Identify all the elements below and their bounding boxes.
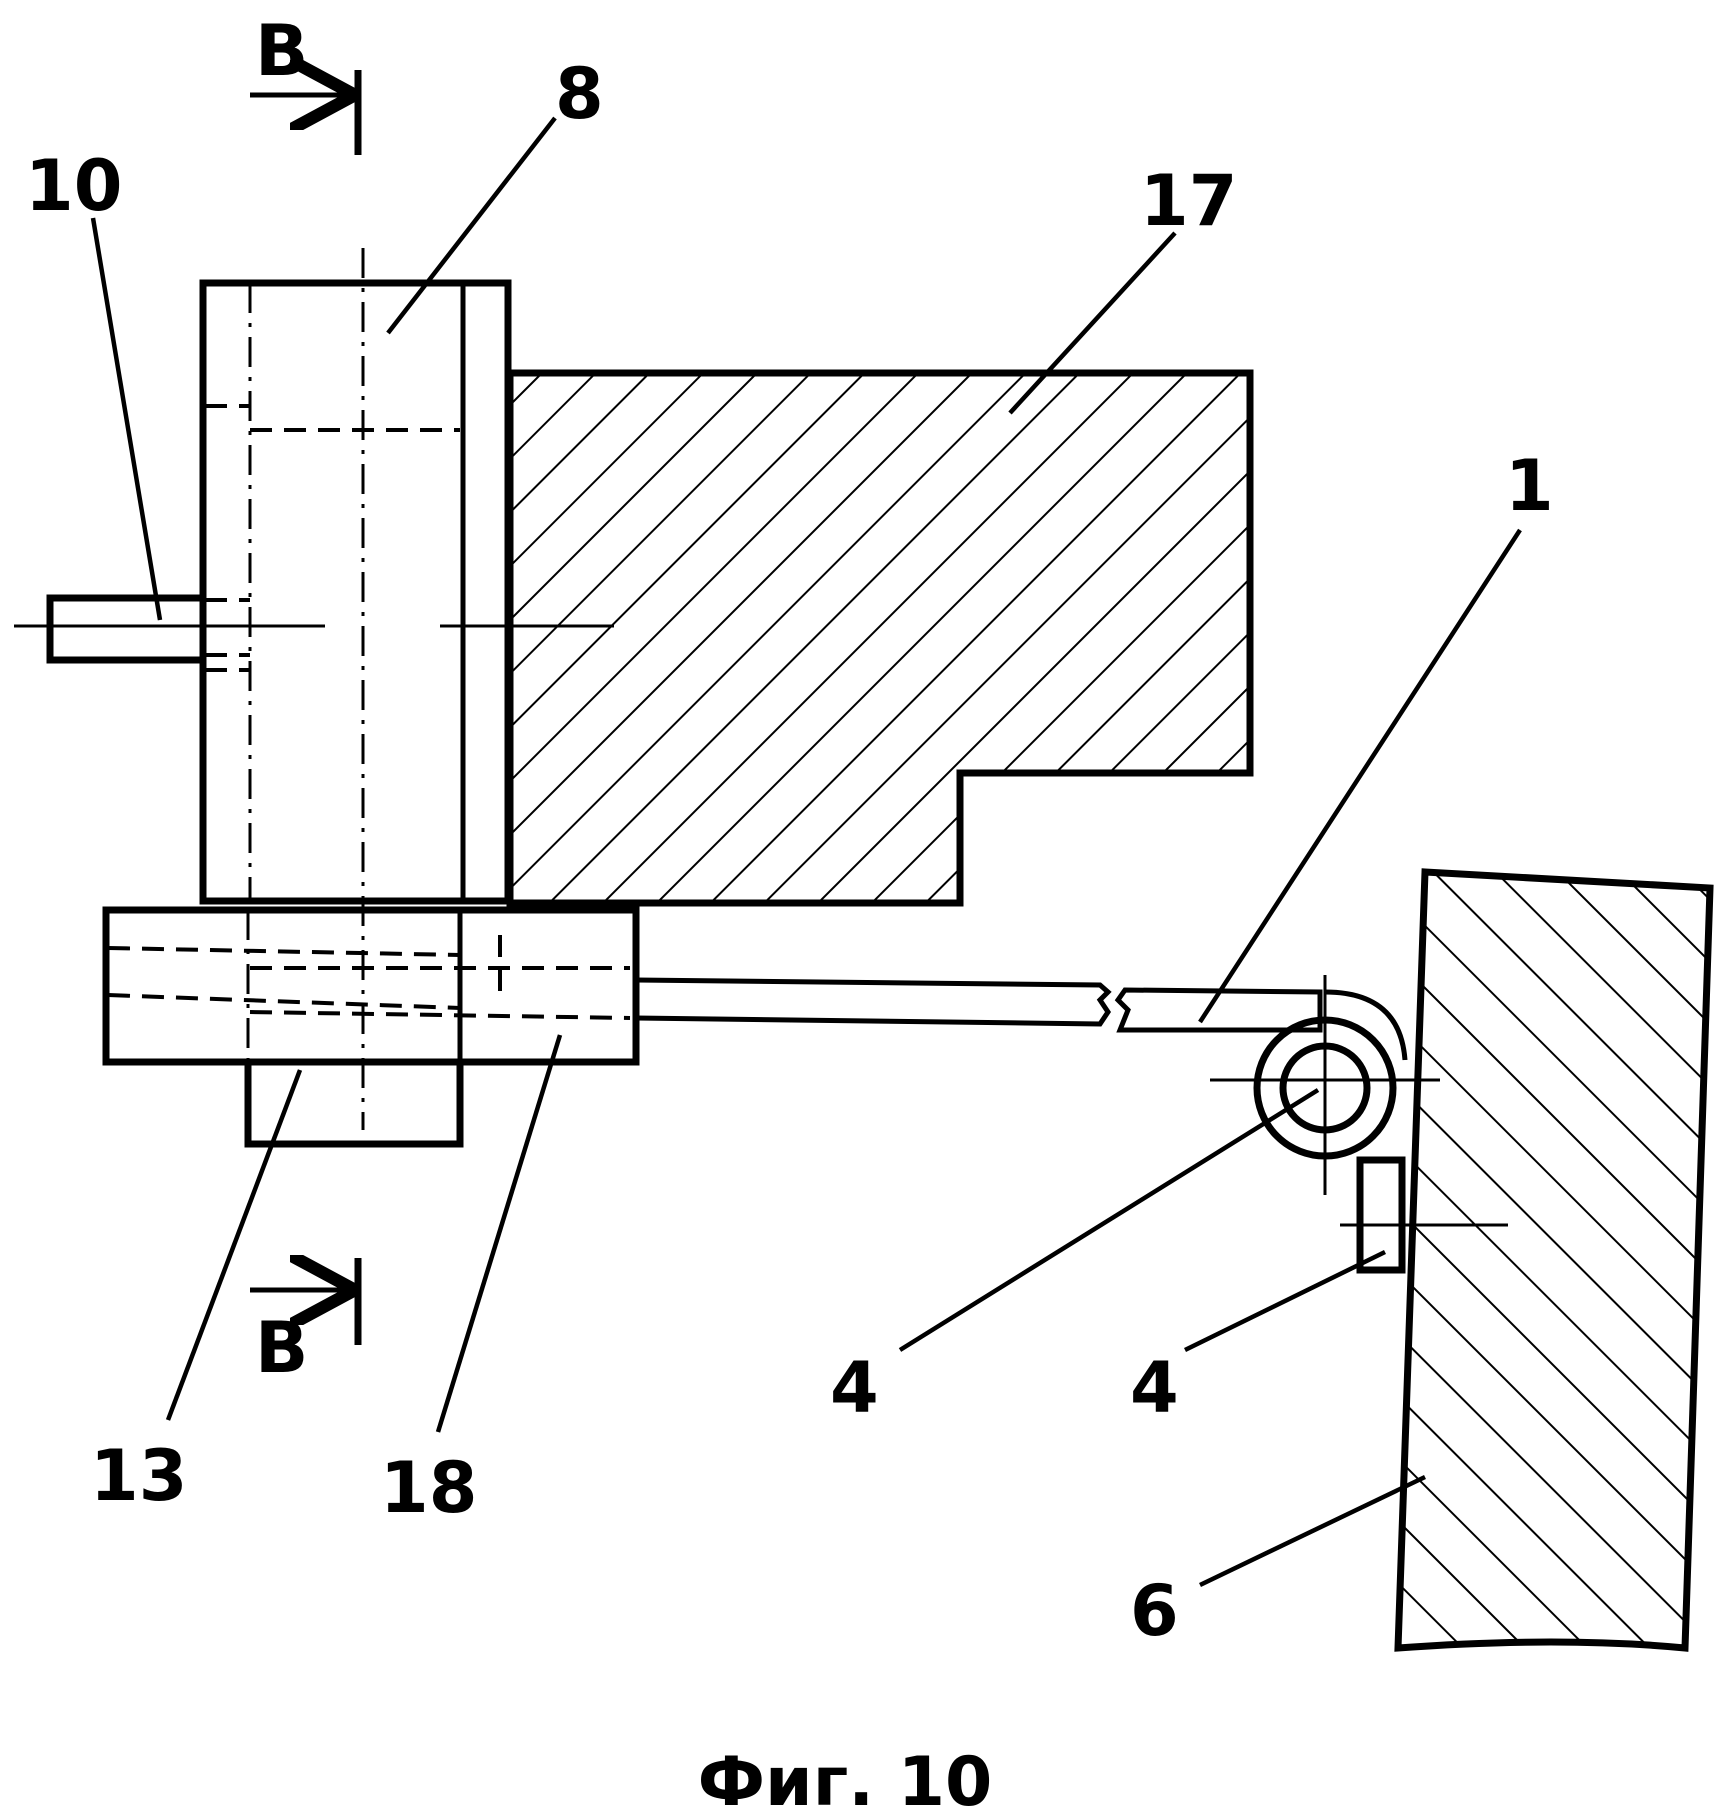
section-letter-bottom: В [255, 1307, 308, 1389]
section-mark-top: В [250, 10, 362, 155]
housing-body-17 [506, 369, 1254, 907]
section-mark-bottom: В [250, 1258, 362, 1389]
label-4b: 4 [1130, 1347, 1179, 1429]
label-8: 8 [555, 53, 604, 135]
leader-13 [165, 1069, 303, 1421]
sleeve-8 [199, 248, 512, 1130]
bracket-4 [1340, 1156, 1508, 1274]
label-17: 17 [1140, 160, 1237, 242]
label-1: 1 [1505, 445, 1554, 527]
hinge-eye-4 [1210, 975, 1440, 1195]
leader-18 [435, 1034, 563, 1433]
leader-6 [1199, 1474, 1426, 1588]
label-13: 13 [90, 1435, 187, 1517]
lever-block-18 [102, 906, 640, 1066]
figure-caption: Фиг. 10 [698, 1743, 993, 1820]
wall-body-6 [1394, 868, 1714, 1652]
section-letter-top: В [255, 10, 308, 92]
leader-10 [90, 217, 163, 621]
label-6: 6 [1130, 1570, 1179, 1652]
leader-8 [386, 116, 557, 335]
leader-4a [898, 1088, 1320, 1352]
leader-4b [1184, 1249, 1386, 1353]
pin-10 [14, 594, 614, 664]
label-4a: 4 [830, 1347, 879, 1429]
hub-13 [244, 1058, 464, 1148]
leader-1 [1198, 528, 1522, 1024]
label-10: 10 [25, 145, 122, 227]
rod-1 [635, 977, 1408, 1061]
leader-17 [1008, 231, 1177, 415]
label-18: 18 [380, 1447, 477, 1529]
leader-lines [90, 116, 1522, 1588]
